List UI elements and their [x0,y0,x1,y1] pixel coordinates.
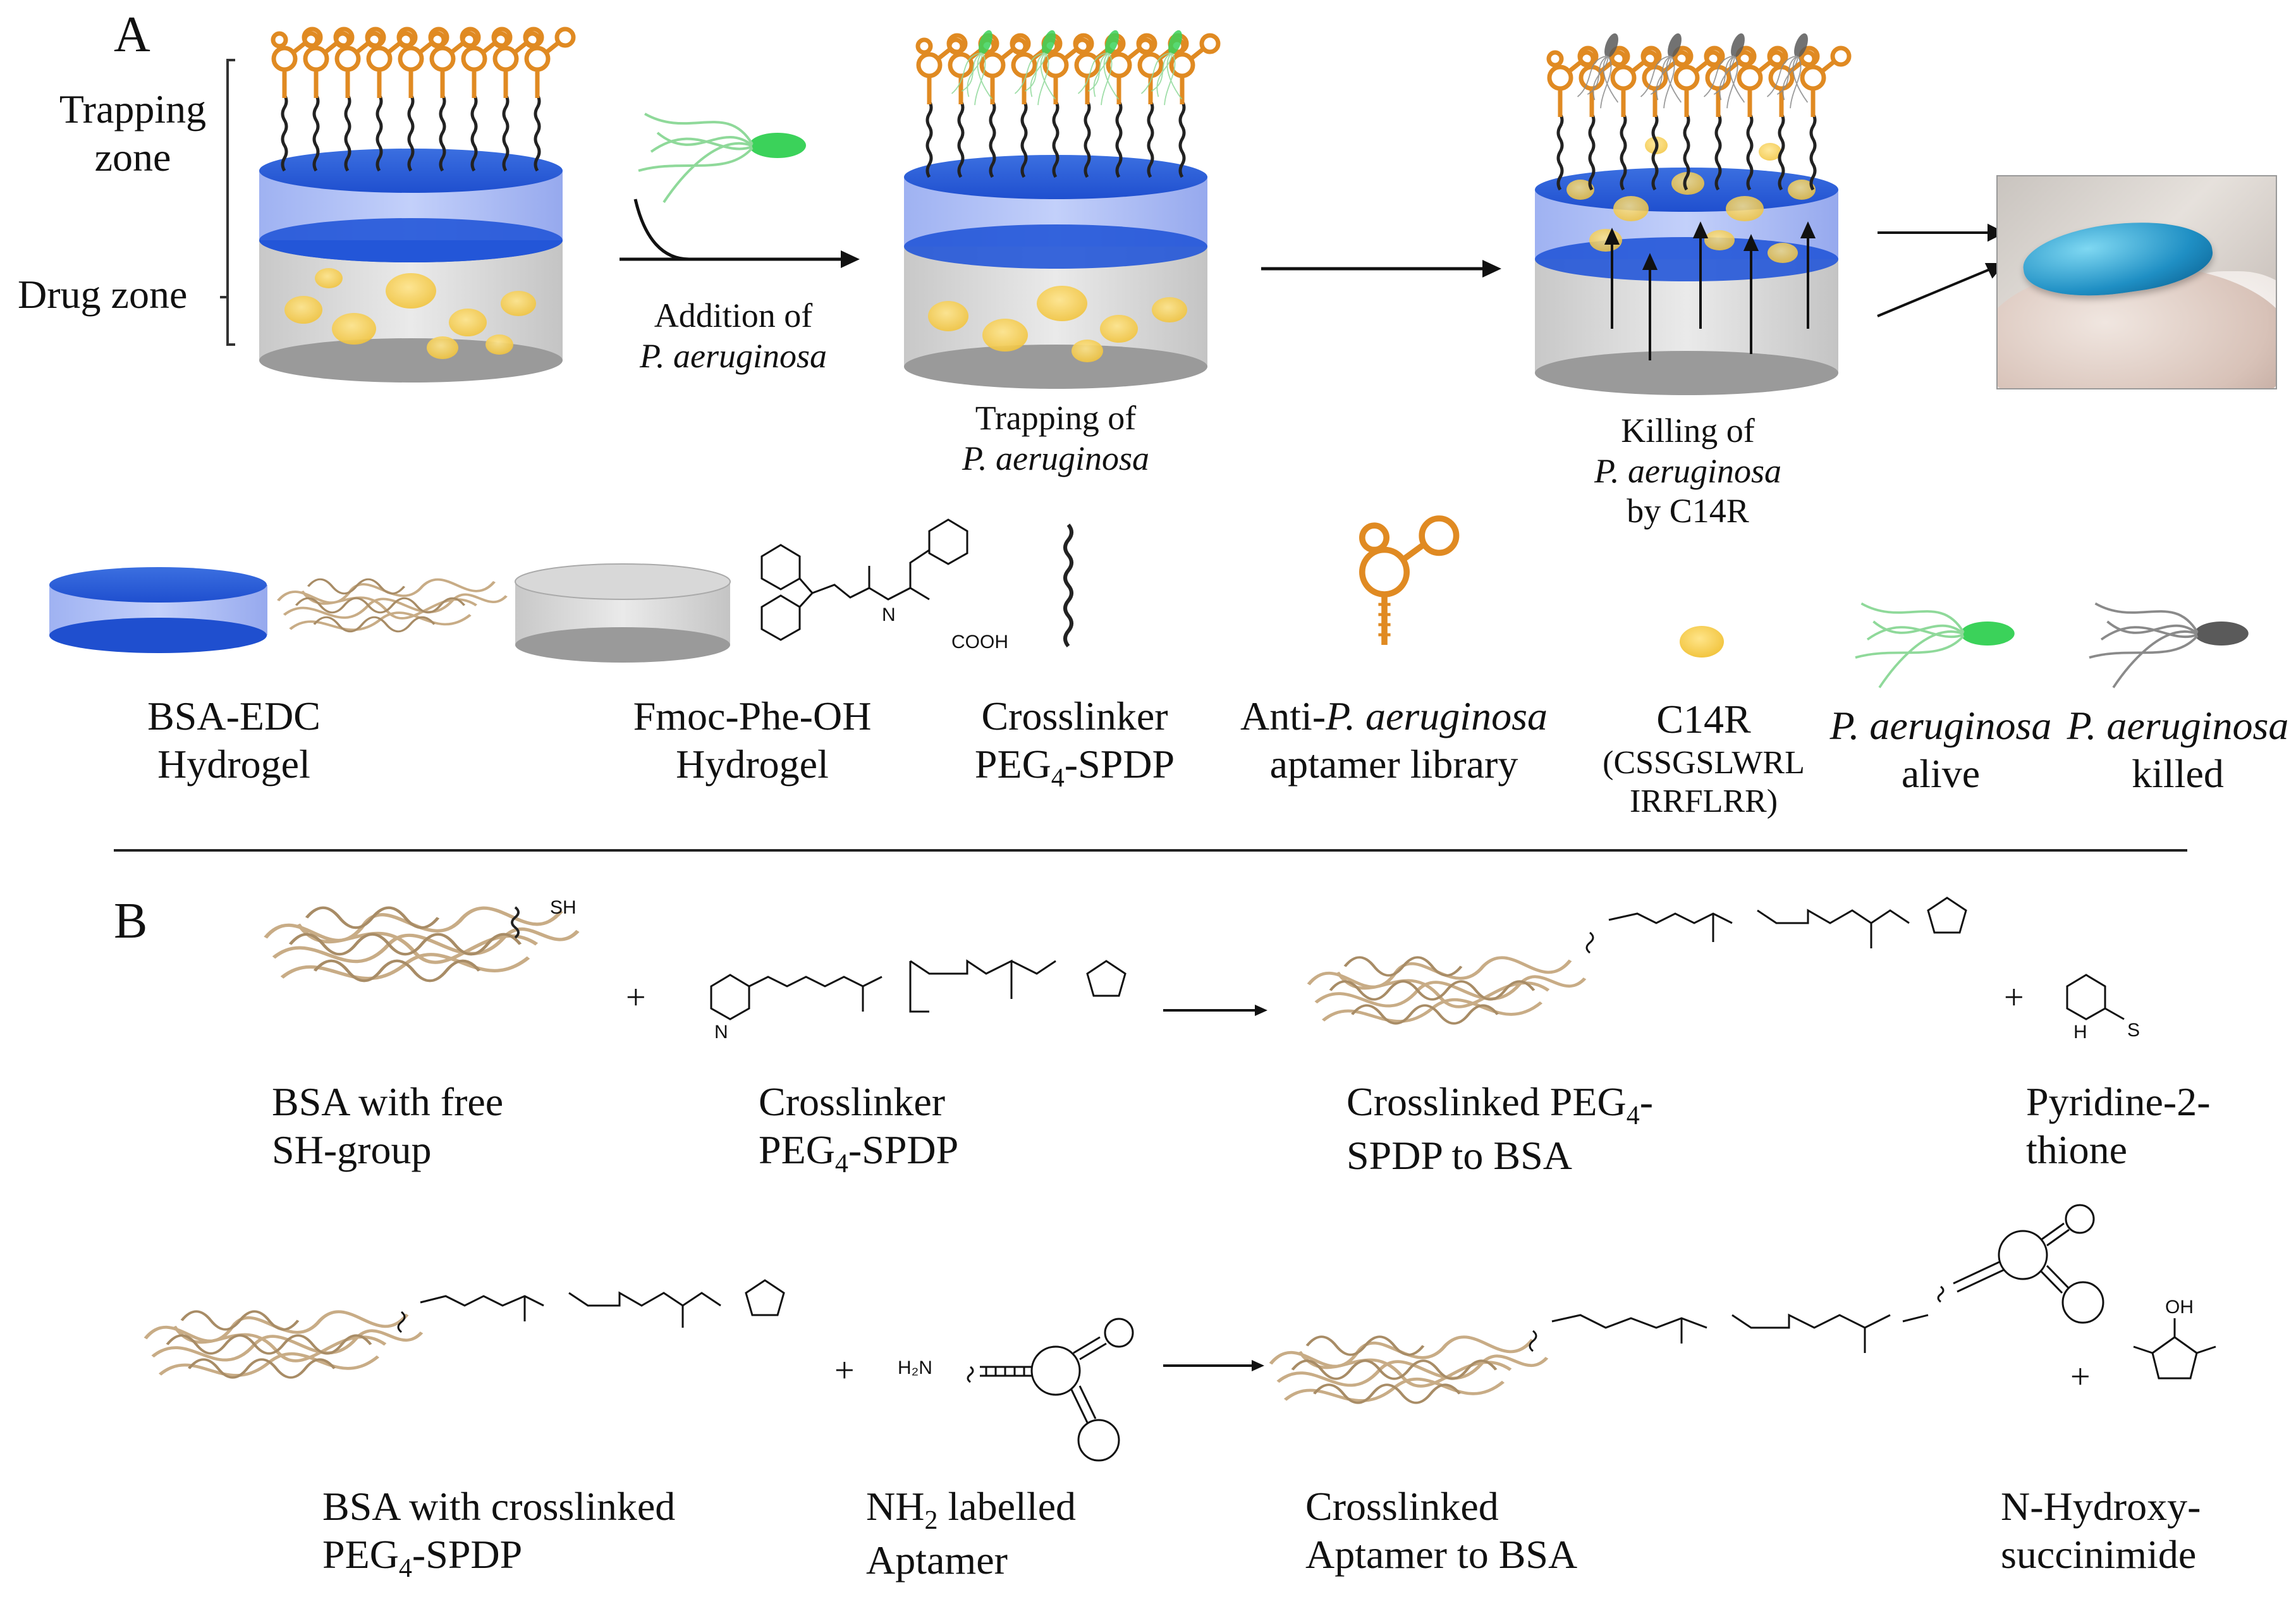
legend-aptamer-label: Anti-P. aeruginosa aptamer library [1240,694,1548,787]
legend-fmoc-hydrogel-icon [515,563,731,663]
pyridinethione-structure [2066,974,2125,1020]
legend-bacterium-killed-icon [2088,602,2250,689]
bacterium-added-icon [637,113,807,204]
plus-2: + [2004,978,2024,1017]
pyridinethione-label: Pyridine-2-thione [2026,1079,2211,1172]
hydrogel-cylinder-trapping [904,155,1207,389]
hydrogel-cylinder-killing [1535,168,1838,395]
addition-hook [633,199,690,261]
bsa-protein-4 [1271,1337,1547,1403]
bsa-protein-3 [145,1311,422,1378]
drug-droplets-2 [928,286,1187,362]
product-1-label: Crosslinked PEG4- SPDP to BSA [1346,1079,1653,1179]
aptamer-nh2-structure [967,1318,1134,1462]
arrow-b1 [1163,1005,1267,1016]
legend-crosslinker-icon [1063,523,1073,647]
photo-pointer-arrows [1877,223,2006,317]
zone-bracket [220,59,235,346]
product-spdp-structure [1585,897,1967,954]
product-aptamer-structure [1529,1204,2104,1353]
plus-4: + [2070,1357,2091,1397]
bsa-protein-2 [1309,957,1585,1024]
legend-c14r-icon [1680,626,1724,658]
legend-bacterium-alive-icon [1854,602,2016,689]
pyridinethione-nh-label: H [2073,1022,2087,1043]
drug-droplets-1 [284,268,536,359]
drug-droplets-3 [1566,137,1816,263]
arrow-b2 [1163,1360,1264,1371]
sh-linker-wave [511,906,520,939]
hydrogel-on-skin-photo [1996,175,2277,389]
legend-aptamer-icon [1359,515,1460,645]
arrow-2 [1261,260,1501,278]
hydrogel-cylinder-initial [259,149,563,383]
legend-c14r-label: C14R (CSSGSLWRL IRRFLRR) [1603,697,1805,819]
crosslinker-label: Crosslinker PEG4-SPDP [759,1079,959,1179]
legend-crosslinker-label: Crosslinker PEG4-SPDP [974,694,1175,793]
plus-3: + [834,1351,855,1390]
legend-bsa-edc-icon [49,567,267,653]
fmoc-phe-structure [760,518,968,641]
pyridinethione-s-label: S [2127,1020,2140,1041]
panel-b-label: B [114,893,148,949]
legend-bsa-protein-icon [278,579,506,632]
drug-zone-label: Drug zone [18,272,188,317]
pyridine-n-label: N [714,1022,728,1043]
nhs-oh-label: OH [2165,1297,2194,1318]
plus-1: + [626,978,646,1017]
nhs-structure [2133,1318,2216,1380]
nh2-aptamer-label: NH2 labelled Aptamer [866,1484,1076,1583]
bsa-protein-1 [266,908,578,981]
fmoc-cooh-label: COOH [951,632,1008,652]
diffusion-arrows [1604,221,1816,360]
bsa-cl-label: BSA with crosslinked PEG4-SPDP [322,1484,676,1583]
arrow-1 [620,250,860,268]
aptamer-h2n-label: H₂N [898,1357,932,1378]
sh-label: SH [550,897,577,918]
spdp-structure [710,959,1127,1020]
panel-a-label: A [114,7,150,63]
fmoc-nh-label: N [882,604,896,625]
nhs-label: N-Hydroxy-succinimide [2001,1484,2201,1577]
bsa-cl-structure [397,1279,785,1333]
